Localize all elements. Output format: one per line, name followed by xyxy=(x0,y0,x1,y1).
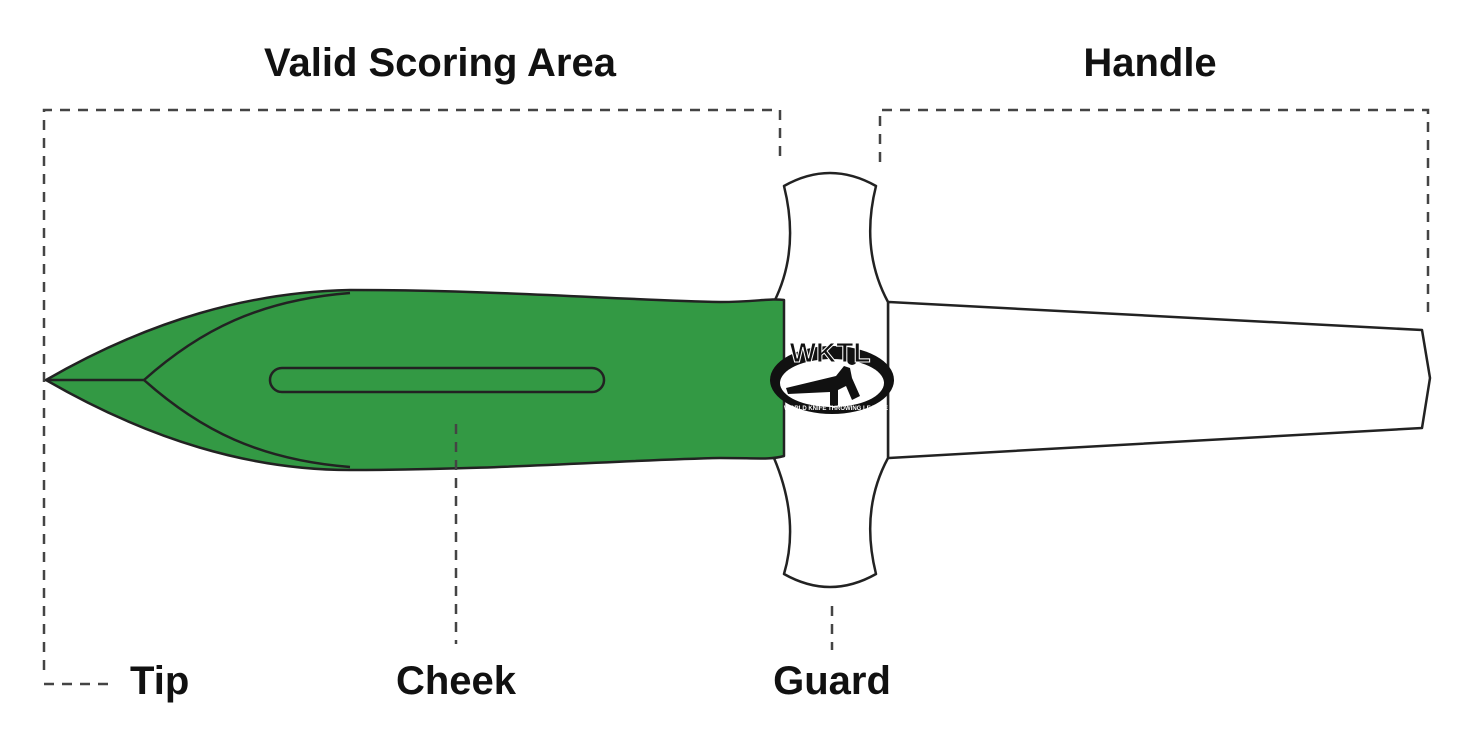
handle-label: Handle xyxy=(1083,41,1216,85)
tip-label: Tip xyxy=(130,659,189,703)
thrower-silhouette-icon xyxy=(786,366,860,406)
wktl-logo: WKTL WORLD KNIFE THROWING LEAGUE xyxy=(770,337,894,414)
knife-handle xyxy=(886,300,1432,460)
valid-scoring-area-bracket xyxy=(42,108,782,670)
cheek-label: Cheek xyxy=(396,659,517,703)
blade-bevel-line xyxy=(142,291,351,469)
guard-label: Guard xyxy=(773,659,891,703)
handle-bracket xyxy=(878,108,1430,312)
knife-blade xyxy=(44,288,786,472)
blade-slot xyxy=(268,366,606,394)
logo-full-name: WORLD KNIFE THROWING LEAGUE xyxy=(784,406,888,412)
valid-scoring-area-label: Valid Scoring Area xyxy=(264,41,617,85)
thrower-head-icon xyxy=(847,355,857,365)
logo-acronym: WKTL xyxy=(790,337,871,368)
